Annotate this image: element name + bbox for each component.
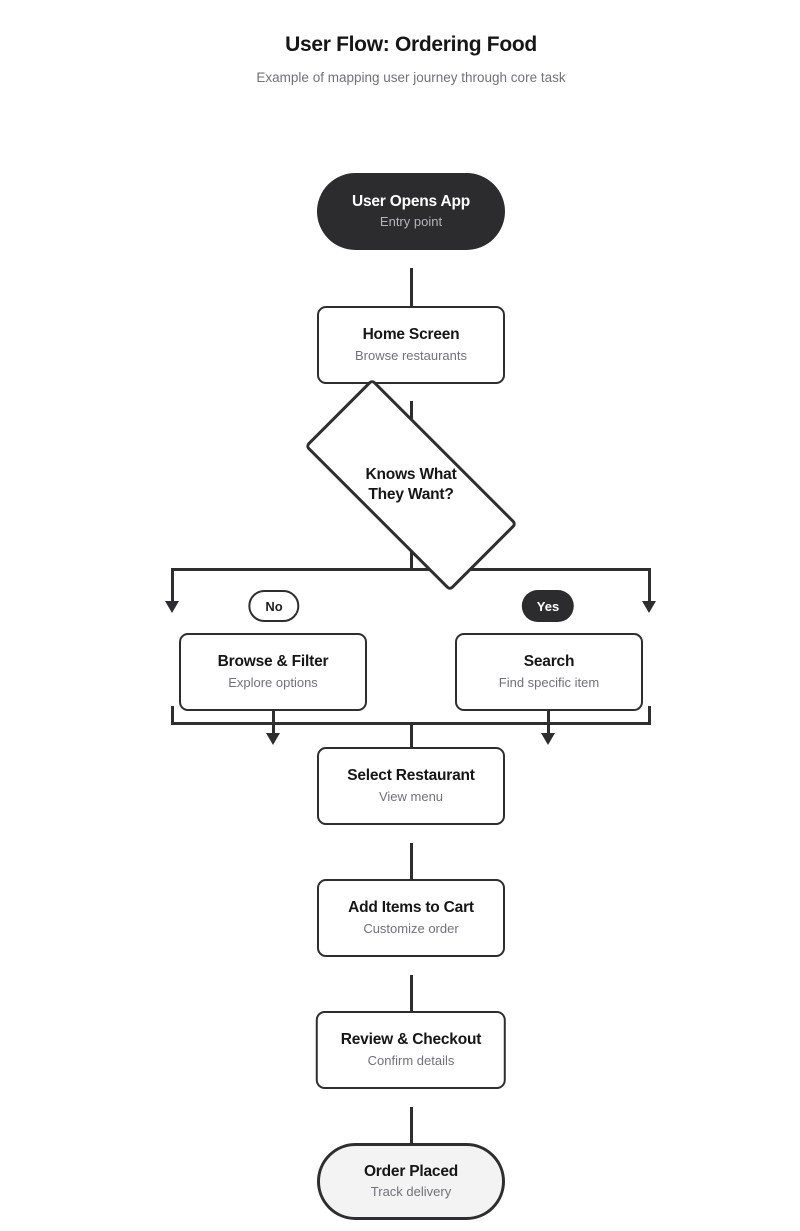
node-home-screen: Home Screen Browse restaurants <box>317 306 505 384</box>
node-subtitle: Browse restaurants <box>355 347 467 363</box>
node-subtitle: Track delivery <box>370 1184 452 1200</box>
merge-tick-left <box>171 706 174 725</box>
node-select-restaurant: Select Restaurant View menu <box>317 747 505 825</box>
branch-left-drop-line <box>171 568 174 602</box>
decision-line-2: They Want? <box>368 486 454 503</box>
page-title: User Flow: Ordering Food <box>285 33 537 56</box>
connector-merge-select <box>410 722 413 747</box>
connector-select-cart <box>410 843 413 879</box>
node-subtitle: Find specific item <box>498 674 600 690</box>
arrowhead-branch-left <box>165 601 179 613</box>
node-subtitle: Confirm details <box>367 1052 455 1068</box>
node-title: Review & Checkout <box>340 1031 482 1049</box>
node-title: Order Placed <box>363 1162 459 1180</box>
node-title: User Opens App <box>351 192 471 210</box>
page-subtitle: Example of mapping user journey through … <box>256 70 566 85</box>
node-user-opens-app: User Opens App Entry point <box>317 173 505 250</box>
node-title: Home Screen <box>362 326 460 344</box>
decision-line-1: Knows What <box>365 465 457 483</box>
node-title: Search <box>523 653 575 671</box>
node-subtitle: View menu <box>378 788 444 804</box>
node-order-placed: Order Placed Track delivery <box>317 1143 505 1220</box>
node-title: Add Items to Cart <box>348 899 474 917</box>
node-subtitle: Entry point <box>379 214 443 230</box>
search-out-line <box>547 709 550 734</box>
node-subtitle: Explore options <box>228 674 318 690</box>
connector-start-home <box>410 268 413 306</box>
arrowhead-browse-out <box>266 733 280 745</box>
node-review-and-checkout: Review & Checkout Confirm details <box>315 1011 507 1089</box>
connector-checkout-placed <box>410 1107 413 1143</box>
node-browse-and-filter: Browse & Filter Explore options <box>179 633 367 711</box>
node-search: Search Find specific item <box>455 633 643 711</box>
node-title: Select Restaurant <box>347 767 475 785</box>
node-subtitle: Customize order <box>363 920 459 936</box>
branch-split-line <box>171 568 651 571</box>
decision-label: Knows What They Want? <box>366 465 457 506</box>
node-title: Browse & Filter <box>217 653 329 671</box>
arrowhead-branch-right <box>642 601 656 613</box>
arrowhead-search-out <box>541 733 555 745</box>
connector-cart-checkout <box>410 975 413 1011</box>
node-add-items-to-cart: Add Items to Cart Customize order <box>317 879 505 957</box>
branch-right-drop-line <box>648 568 651 602</box>
browse-out-line <box>272 709 275 734</box>
branch-label-no: No <box>248 590 300 622</box>
merge-tick-right <box>648 706 651 725</box>
branch-label-yes: Yes <box>521 590 575 622</box>
